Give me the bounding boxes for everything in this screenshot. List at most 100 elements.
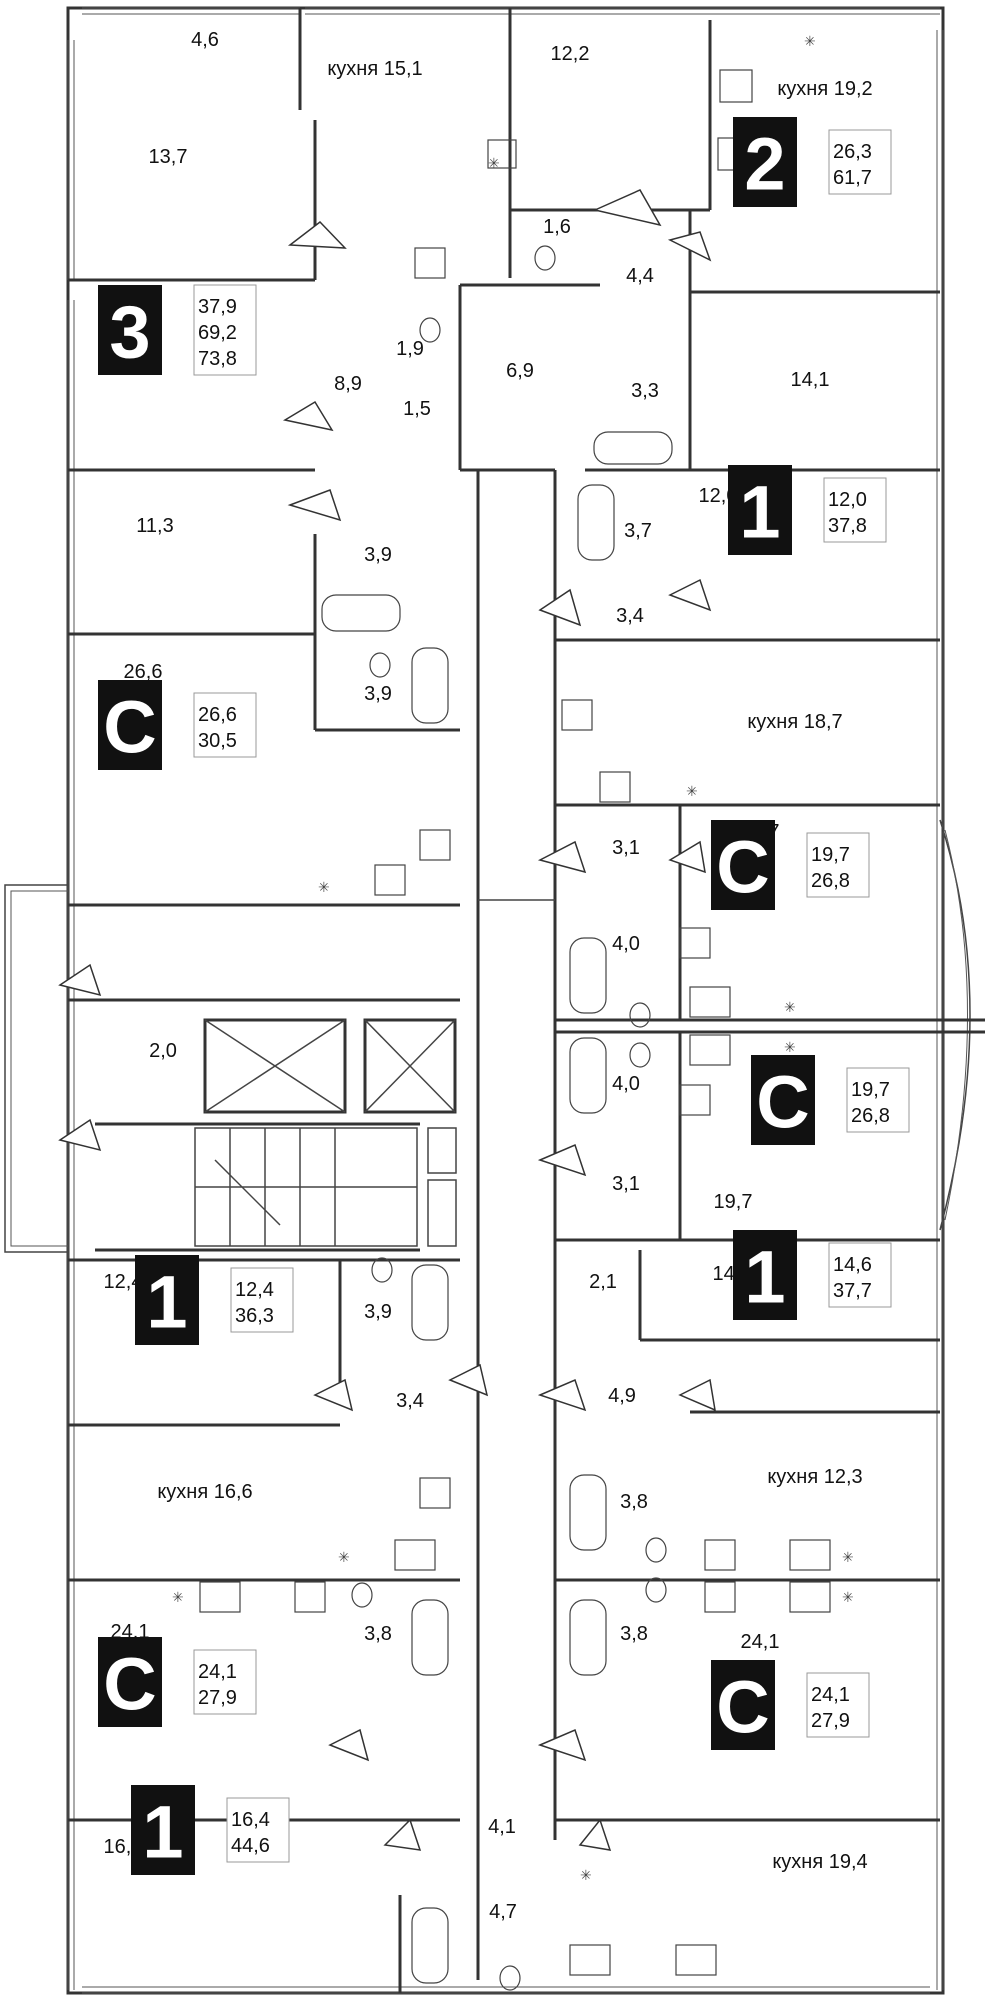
room-area-label: 12,4 <box>104 1271 143 1293</box>
apartment-type-badge <box>98 285 162 375</box>
apartment-area-summary <box>193 692 257 758</box>
svg-text:✳: ✳ <box>580 1868 592 1884</box>
room-area-label: 24,1 <box>741 1631 780 1653</box>
outer-walls <box>4 6 971 1995</box>
apartment-area-total: 19,7 <box>811 844 850 866</box>
room-area-label: 4,9 <box>608 1385 636 1407</box>
svg-text:✳: ✳ <box>172 1590 184 1606</box>
apartment-area-summary <box>806 1672 870 1738</box>
apartment-type-label: 2 <box>744 123 785 206</box>
room-area-label: 3,8 <box>620 1623 648 1645</box>
apartment-type-badge <box>728 465 792 555</box>
apartment-area-total: 12,4 <box>235 1279 274 1301</box>
room-area-label: 13,7 <box>149 146 188 168</box>
room-area-label: 6,9 <box>506 360 534 382</box>
svg-text:✳: ✳ <box>686 784 698 800</box>
room-area-label: 26,6 <box>124 661 163 683</box>
left-partitions <box>68 8 460 1993</box>
apartment-a11: 1 16,4 44,6 <box>131 1785 290 1875</box>
apartment-a7: 1 12,4 36,3 <box>135 1255 294 1345</box>
apartment-area-total: 26,6 <box>198 704 237 726</box>
apartment-type-label: 1 <box>744 1236 785 1319</box>
room-area-label: 3,9 <box>364 683 392 705</box>
apartment-area-total: 14,6 <box>833 1254 872 1276</box>
apartment-type-badge <box>711 820 775 910</box>
fixtures: ✳ ✳ ✳ ✳ ✳ ✳ ✳ ✳ ✳ ✳ ✳ <box>172 34 854 1991</box>
room-area-label: 12,2 <box>551 43 590 65</box>
apartment-area-total: 44,6 <box>231 1835 270 1857</box>
apartment-area-total: 37,9 <box>198 296 237 318</box>
room-area-label: кухня 16,6 <box>157 1481 252 1503</box>
apartment-area-summary <box>193 284 257 376</box>
room-area-label: 4,0 <box>612 1073 640 1095</box>
apartment-area-total: 30,5 <box>198 730 237 752</box>
apartment-area-total: 12,0 <box>828 489 867 511</box>
apartment-area-total: 36,3 <box>235 1305 274 1327</box>
svg-text:✳: ✳ <box>784 1040 796 1056</box>
room-area-label: 3,8 <box>364 1623 392 1645</box>
apartment-type-label: 3 <box>109 291 150 374</box>
room-area-label: 11,3 <box>136 515 173 537</box>
room-area-label: кухня 19,4 <box>772 1851 867 1873</box>
apartment-type-label: С <box>103 686 156 769</box>
svg-text:✳: ✳ <box>842 1550 854 1566</box>
apartment-type-label: С <box>756 1061 809 1144</box>
apartment-area-total: 24,1 <box>811 1684 850 1706</box>
apartment-type-label: С <box>103 1643 156 1726</box>
svg-text:✳: ✳ <box>784 1000 796 1016</box>
door-swings <box>58 189 716 1851</box>
room-area-label: 3,7 <box>624 520 652 542</box>
room-area-label: 3,1 <box>612 1173 640 1195</box>
room-area-label: 19,7 <box>714 1191 753 1213</box>
apartment-area-total: 27,9 <box>198 1687 237 1709</box>
room-area-label: кухня 18,7 <box>747 711 842 733</box>
apartment-area-summary <box>828 129 892 195</box>
apartment-area-total: 73,8 <box>198 348 237 370</box>
apartment-area-total: 37,7 <box>833 1280 872 1302</box>
room-area-label: 14,1 <box>791 369 830 391</box>
room-area-label: 4,6 <box>191 29 219 51</box>
apartment-area-total: 19,7 <box>851 1079 890 1101</box>
apartment-type-label: 1 <box>146 1261 187 1344</box>
apartment-a3: 1 12,0 37,8 <box>728 465 887 555</box>
apartment-area-total: 37,8 <box>828 515 867 537</box>
room-area-label: 3,9 <box>364 1301 392 1323</box>
apartment-type-badge <box>733 117 797 207</box>
apartment-type-badge <box>98 680 162 770</box>
apartment-type-label: 1 <box>142 1791 183 1874</box>
apartment-type-badge <box>751 1055 815 1145</box>
apartment-type-badge <box>98 1637 162 1727</box>
apartment-type-badge <box>733 1230 797 1320</box>
apartment-type-badge <box>711 1660 775 1750</box>
apartment-area-summary <box>230 1267 294 1333</box>
room-area-label: 3,4 <box>396 1390 424 1412</box>
elevator-shafts <box>203 1018 457 1114</box>
apartment-area-total: 26,8 <box>851 1105 890 1127</box>
apartment-area-total: 16,4 <box>231 1809 270 1831</box>
room-area-label: 3,3 <box>631 380 659 402</box>
right-partitions <box>555 638 985 1822</box>
apartment-area-summary <box>823 477 887 543</box>
room-area-label: 1,5 <box>403 398 431 420</box>
apartment-area-summary <box>193 1649 257 1715</box>
room-area-label: 3,1 <box>612 837 640 859</box>
svg-text:✳: ✳ <box>842 1590 854 1606</box>
room-area-label: 1,9 <box>396 338 424 360</box>
apartment-a8: 1 14,6 37,7 <box>733 1230 892 1320</box>
svg-text:✳: ✳ <box>338 1550 350 1566</box>
corridor-walls <box>476 470 557 1980</box>
room-area-label: 4,4 <box>626 265 654 287</box>
room-area-label: 3,4 <box>616 605 644 627</box>
room-area-label: кухня 12,3 <box>767 1466 862 1488</box>
room-area-label: 8,9 <box>334 373 362 395</box>
room-area-label: кухня 15,1 <box>327 58 422 80</box>
apartment-type-label: С <box>716 826 769 909</box>
apartment-type-label: 1 <box>739 471 780 554</box>
